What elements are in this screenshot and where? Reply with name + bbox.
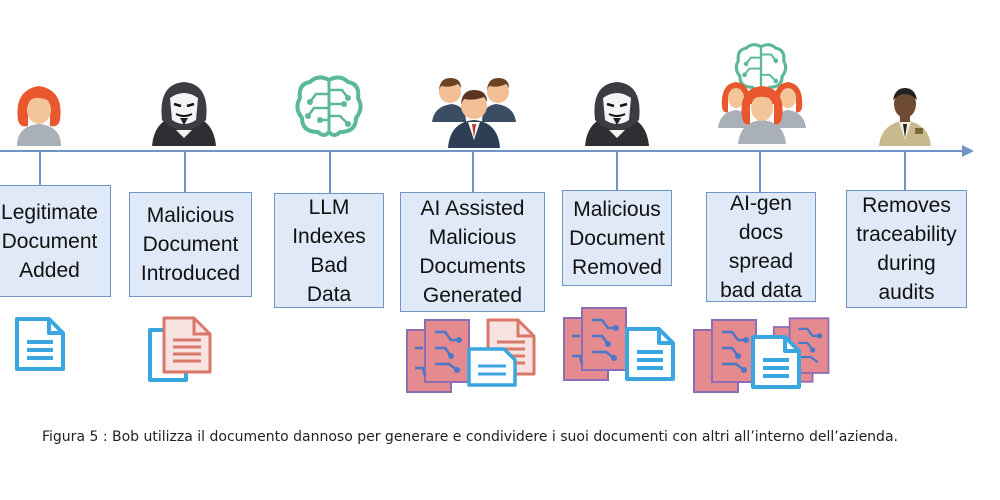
ai-documents-icon xyxy=(693,319,757,393)
group-of-people-icon xyxy=(432,78,516,148)
group-of-women-icon xyxy=(718,82,806,144)
step-box-3: LLM Indexes Bad Data xyxy=(274,193,384,308)
ai-documents-icon xyxy=(406,319,470,393)
step-label-6: AI-gen docs spread bad data xyxy=(720,192,802,302)
woman-user-icon xyxy=(17,86,61,146)
malicious-document-icon xyxy=(148,316,212,382)
step-label-1: Legitimate Document Added xyxy=(1,200,98,282)
document-icon xyxy=(467,347,517,387)
document-icon xyxy=(15,317,65,371)
figure-caption: Figura 5 : Bob utilizza il documento dan… xyxy=(42,429,898,445)
step-label-5: Malicious Document Removed xyxy=(569,197,665,279)
step-label-4: AI Assisted Malicious Documents Generate… xyxy=(419,197,526,307)
hooded-hacker-icon xyxy=(152,82,216,146)
document-icon xyxy=(751,335,801,389)
step-box-6: AI-gen docs spread bad data xyxy=(706,192,816,302)
step-box-7: Removes traceability during audits xyxy=(846,190,967,308)
step-box-2: Malicious Document Introduced xyxy=(129,192,252,297)
step-box-1: Legitimate Document Added xyxy=(0,185,111,297)
brain-circuit-icon xyxy=(295,75,363,137)
ai-documents-icon xyxy=(563,307,627,381)
step-label-3: LLM Indexes Bad Data xyxy=(292,195,366,306)
step-label-7: Removes traceability during audits xyxy=(856,194,957,304)
hooded-hacker-icon xyxy=(585,82,649,146)
document-icon xyxy=(625,327,675,381)
step-box-5: Malicious Document Removed xyxy=(562,190,672,286)
step-box-4: AI Assisted Malicious Documents Generate… xyxy=(400,192,545,312)
step-label-2: Malicious Document Introduced xyxy=(140,204,241,285)
security-guard-icon xyxy=(879,88,931,146)
